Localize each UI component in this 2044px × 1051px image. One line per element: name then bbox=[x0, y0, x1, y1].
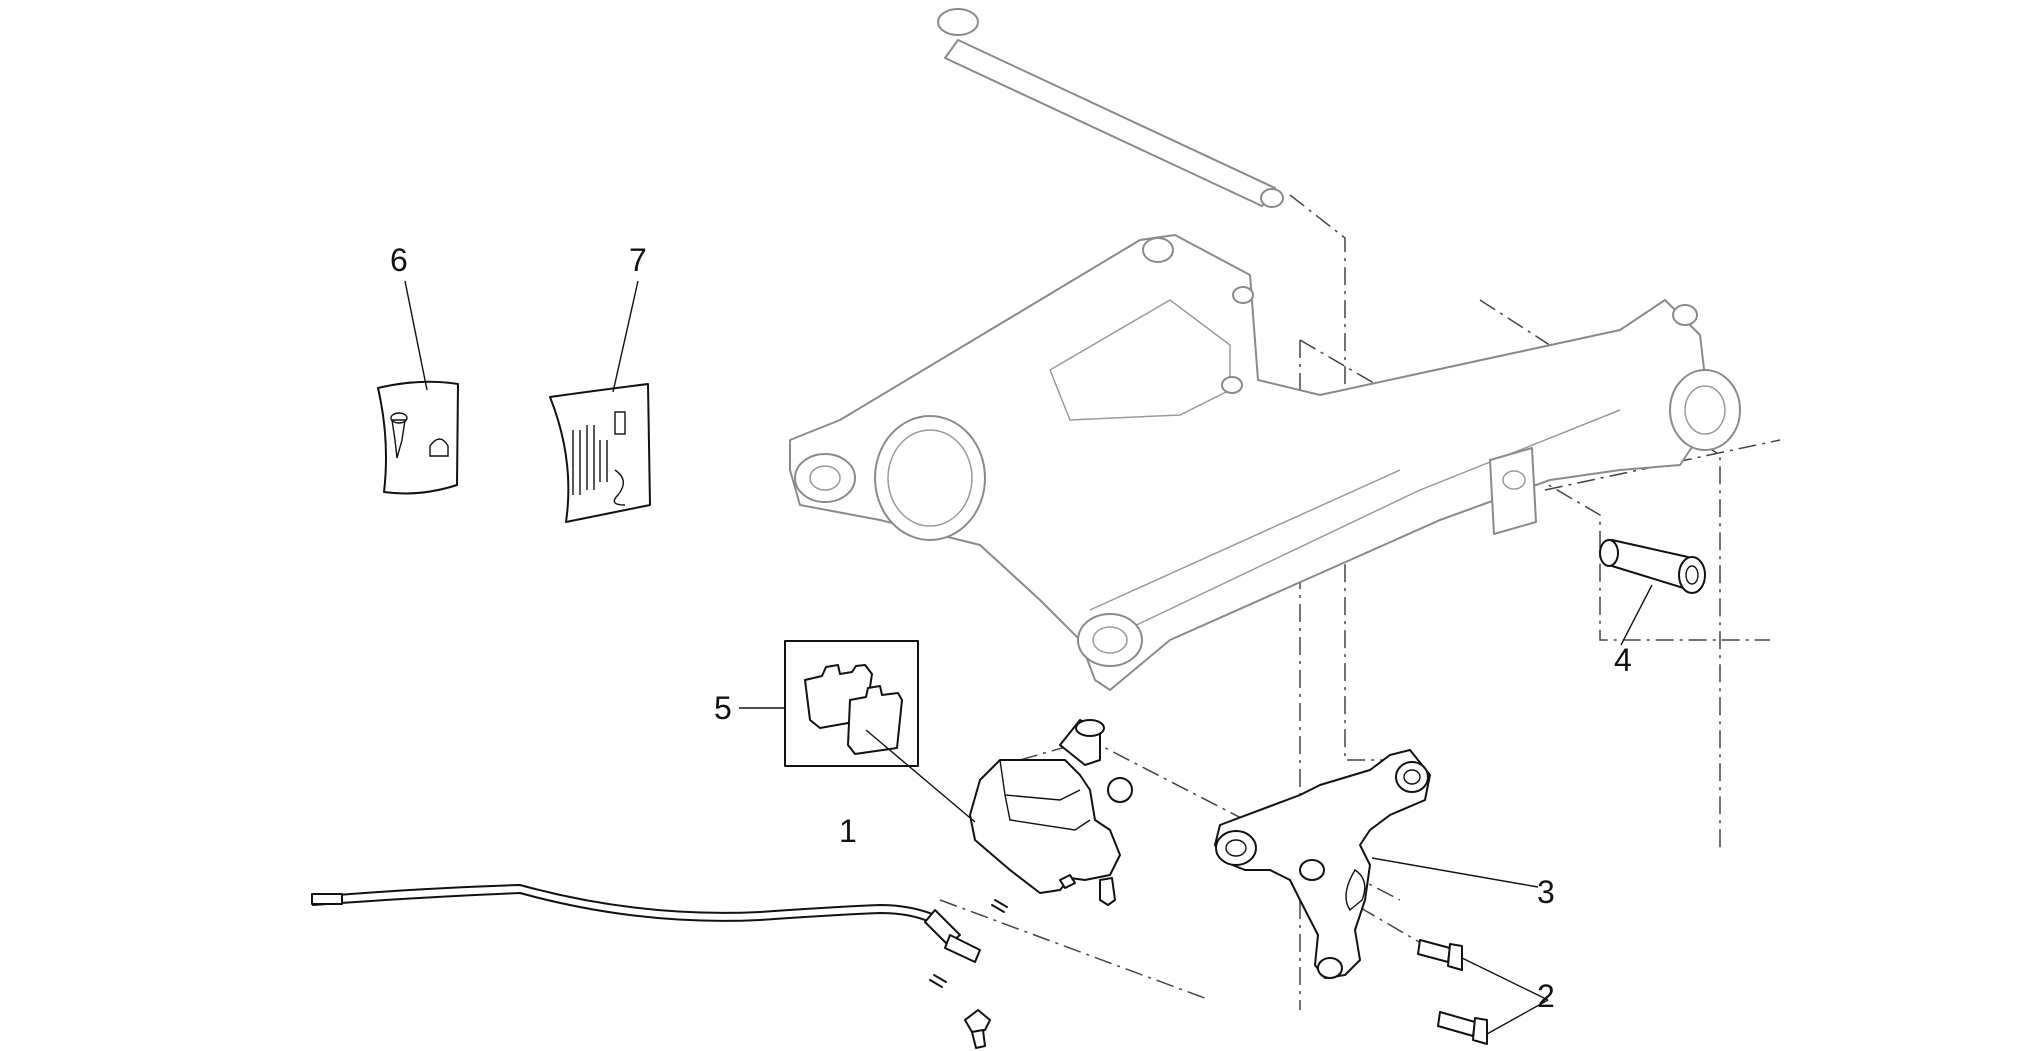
callout-6: 6 bbox=[390, 242, 408, 278]
callout-4: 4 bbox=[1614, 642, 1632, 678]
callout-2: 2 bbox=[1537, 978, 1555, 1014]
callout-7: 7 bbox=[629, 242, 647, 278]
part-1-caliper bbox=[969, 719, 1133, 906]
callout-labels: 1 2 3 4 5 6 7 bbox=[390, 242, 1632, 1014]
part-2-bolts bbox=[1417, 939, 1488, 1045]
banjo-fittings bbox=[929, 899, 1008, 1049]
brake-hose bbox=[311, 884, 981, 963]
callout-5: 5 bbox=[714, 690, 732, 726]
leader-lines bbox=[404, 280, 1653, 1035]
part-3-caliper-bracket bbox=[1214, 749, 1431, 979]
callout-1: 1 bbox=[839, 813, 857, 849]
part-6-hardware-bag bbox=[377, 380, 459, 495]
part-7-hardware-bag bbox=[549, 383, 651, 523]
part-5-brake-pads bbox=[784, 640, 919, 767]
swingarm bbox=[789, 234, 1741, 691]
swingarm-axle-pin bbox=[937, 8, 1284, 208]
callout-3: 3 bbox=[1537, 874, 1555, 910]
part-4-pin bbox=[1599, 539, 1706, 594]
